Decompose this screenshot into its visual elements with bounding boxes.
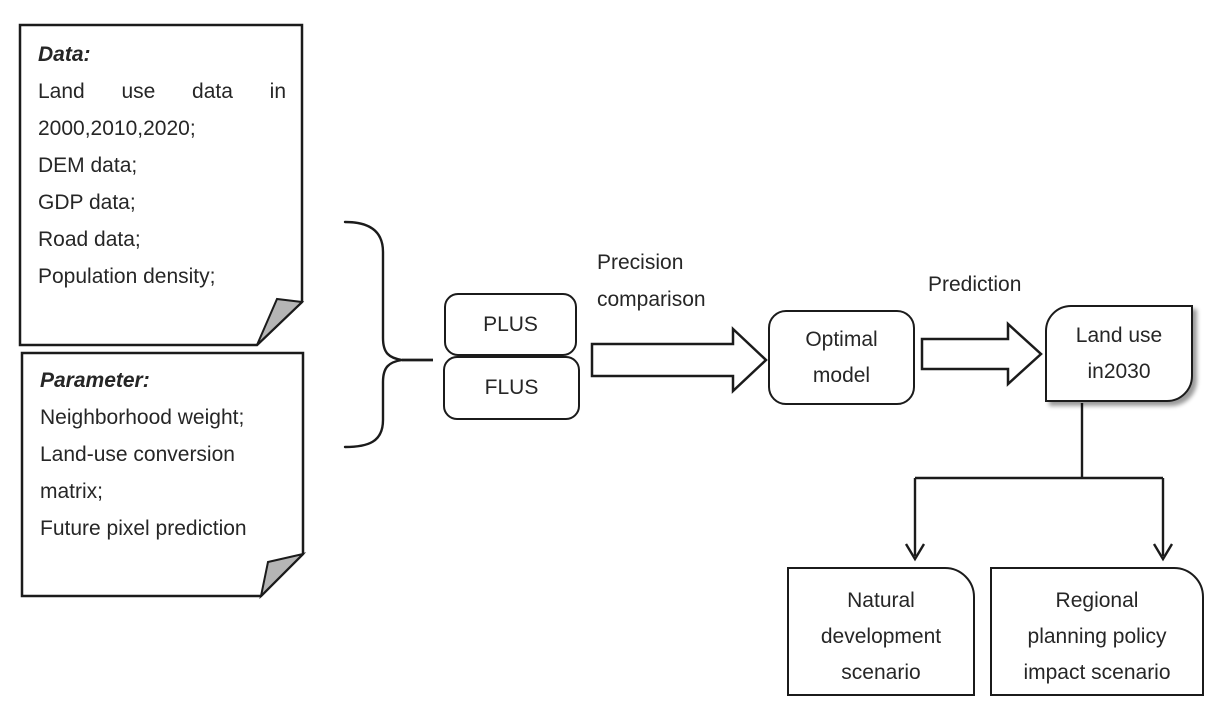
parameter-note: Parameter: Neighborhood weight; Land-use… [40, 362, 288, 547]
precision-comparison-label: Precision comparison [597, 251, 706, 311]
prediction-label: Prediction [928, 273, 1022, 296]
curly-brace-icon [343, 220, 403, 449]
data-note-fold-icon [256, 297, 305, 346]
parameter-note-fold-icon [259, 552, 307, 600]
flus-model-box: FLUS [443, 356, 580, 420]
regional-scenario-line: planning policy [1027, 624, 1167, 648]
natural-scenario-line: scenario [841, 660, 921, 684]
parameter-note-line: Future pixel prediction [40, 517, 247, 540]
regional-scenario-line: Regional [1055, 588, 1139, 612]
data-note-line: GDP data; [38, 191, 136, 214]
plus-model-box: PLUS [444, 293, 577, 356]
optimal-model-box: Optimal model [768, 310, 915, 405]
optimal-model-line: Optimal [805, 327, 878, 351]
optimal-model-line: model [812, 363, 871, 387]
down-arrowhead-left-icon [904, 543, 926, 562]
scenario-connector-lines [913, 403, 1165, 556]
parameter-note-title: Parameter: [40, 369, 150, 392]
natural-development-scenario-box: Natural development scenario [787, 567, 975, 696]
natural-scenario-line: Natural [847, 588, 915, 612]
parameter-note-line: matrix; [40, 480, 103, 503]
data-note: Data: Land use data in 2000,2010,2020; D… [38, 36, 286, 295]
regional-planning-scenario-box: Regional planning policy impact scenario [990, 567, 1204, 696]
data-note-line: Land use data in [38, 80, 286, 103]
land-use-2030-box: Land use in2030 [1045, 305, 1193, 402]
flus-model-label: FLUS [484, 376, 539, 399]
data-note-line: Road data; [38, 228, 141, 251]
parameter-note-line: Neighborhood weight; [40, 406, 245, 429]
land-use-2030-line: Land use [1075, 323, 1163, 347]
data-note-title: Data: [38, 43, 91, 66]
data-note-line: Population density; [38, 265, 216, 288]
data-note-line: 2000,2010,2020; [38, 117, 196, 140]
precision-comparison-arrow-icon [590, 326, 768, 394]
data-note-line: DEM data; [38, 154, 138, 177]
prediction-arrow-icon [920, 321, 1043, 387]
down-arrowhead-right-icon [1152, 543, 1174, 562]
regional-scenario-line: impact scenario [1023, 660, 1171, 684]
natural-scenario-line: development [820, 624, 942, 648]
land-use-2030-line: in2030 [1087, 359, 1151, 383]
plus-model-label: PLUS [483, 312, 538, 336]
parameter-note-line: Land-use conversion [40, 443, 235, 466]
